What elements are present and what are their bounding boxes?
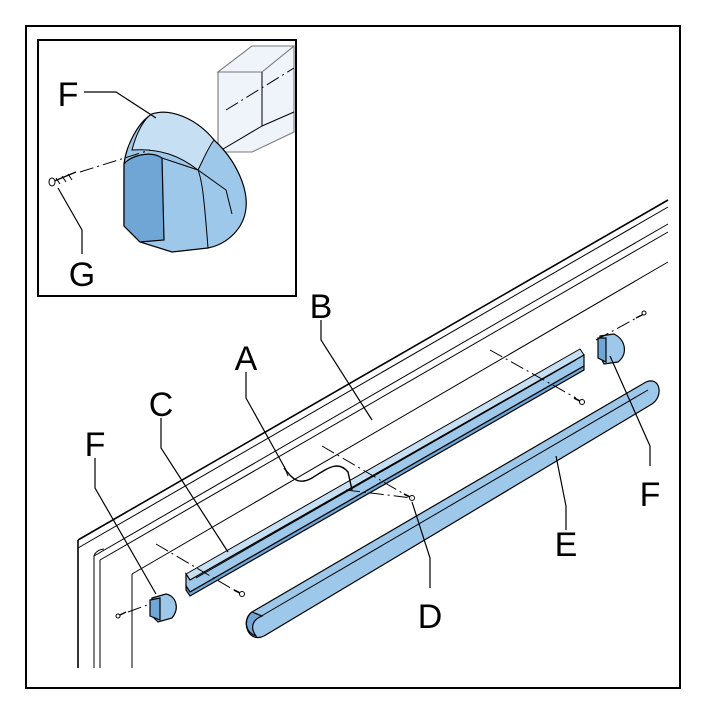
cable-a bbox=[283, 465, 353, 491]
screw-left-cap bbox=[115, 611, 127, 619]
end-cap-right bbox=[597, 333, 625, 365]
screw-rail-left bbox=[233, 589, 245, 597]
label-e: E bbox=[555, 526, 578, 564]
alignment-lines bbox=[127, 315, 641, 613]
label-f-inset: F bbox=[58, 76, 79, 114]
detail-inset bbox=[37, 39, 297, 297]
tube-cover-e bbox=[245, 380, 660, 639]
label-f-right: F bbox=[640, 476, 661, 514]
label-b: B bbox=[310, 288, 333, 326]
label-c: C bbox=[149, 386, 174, 424]
screw-rail-right bbox=[573, 397, 585, 405]
screw-rail-mid bbox=[403, 493, 415, 501]
label-d: D bbox=[418, 598, 443, 636]
panel-edge bbox=[77, 199, 669, 668]
leader-lines bbox=[94, 320, 651, 595]
label-g: G bbox=[69, 256, 95, 294]
label-a: A bbox=[235, 340, 258, 378]
rail-bracket-c bbox=[185, 348, 585, 597]
end-cap-left bbox=[149, 593, 177, 623]
label-f-left: F bbox=[85, 426, 106, 464]
